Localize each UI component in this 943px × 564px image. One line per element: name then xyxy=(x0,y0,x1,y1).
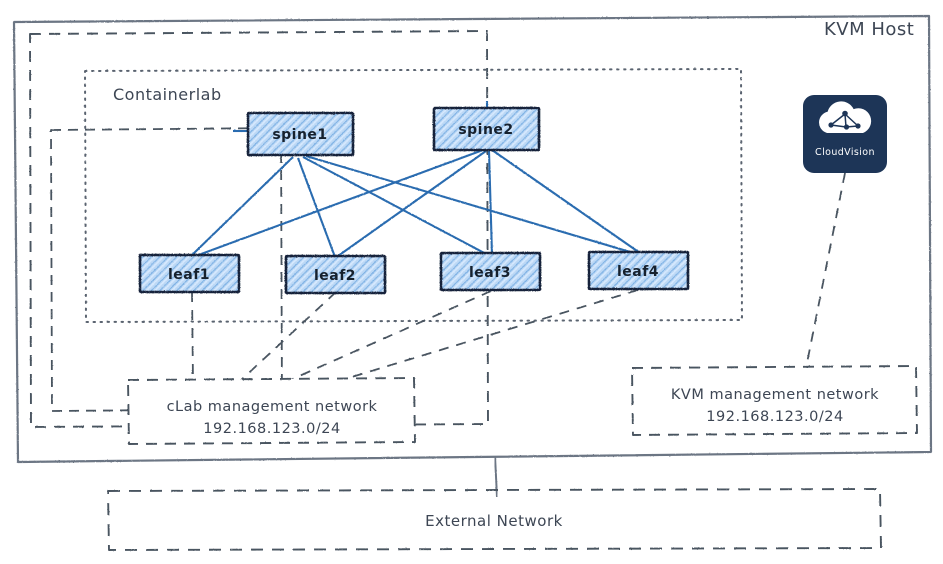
link-spine1-leaf2 xyxy=(297,157,336,258)
node-leaf2[interactable] xyxy=(284,254,387,295)
link-spine2-leaf2 xyxy=(337,150,487,257)
link-spine2-leaf4 xyxy=(491,149,641,254)
link-leaf1-clabmgmt xyxy=(191,291,194,383)
external-network-box[interactable] xyxy=(107,488,882,551)
containerlab-label: Containerlab xyxy=(113,85,222,104)
outer-dashed-container xyxy=(29,30,489,428)
link-cloudvision-kvmmgmt xyxy=(805,172,846,369)
node-spine1[interactable] xyxy=(246,111,355,157)
leaf3-label: leaf3 xyxy=(469,265,511,281)
link-spine1-leaf4 xyxy=(305,154,638,256)
management-links xyxy=(191,172,846,383)
clab-network-name: cLab management network xyxy=(167,399,378,415)
kvm-network-name: KVM management network xyxy=(671,387,879,403)
kvm-network-subnet: 192.168.123.0/24 xyxy=(706,409,843,425)
fabric-links xyxy=(190,101,641,258)
spine1-label: spine1 xyxy=(272,127,327,143)
link-leaf3-clabmgmt xyxy=(287,290,492,382)
node-leaf1[interactable] xyxy=(138,253,241,294)
leaf2-label: leaf2 xyxy=(314,268,356,284)
link-leaf4-clabmgmt xyxy=(344,289,639,380)
link-spine2-leaf1 xyxy=(192,149,484,258)
kvm-host-container xyxy=(12,14,933,464)
cloud-network-icon xyxy=(819,101,872,133)
node-spine2[interactable] xyxy=(432,106,541,152)
node-leaf3[interactable] xyxy=(439,251,542,292)
clab-network-subnet: 192.168.123.0/24 xyxy=(203,421,340,437)
node-leaf4[interactable] xyxy=(587,250,690,291)
leaf1-label: leaf1 xyxy=(168,267,210,283)
containerlab-container xyxy=(84,68,743,323)
spine2-label: spine2 xyxy=(458,122,513,138)
cloudvision-tile[interactable] xyxy=(803,95,887,173)
link-spine1-leaf1 xyxy=(190,156,294,257)
kvm-management-network-box[interactable] xyxy=(631,365,918,436)
link-spine1-leaf3 xyxy=(302,156,491,257)
kvm-host-label: KVM Host xyxy=(824,19,914,40)
clab-management-network-box[interactable] xyxy=(127,377,416,445)
link-spine2-leaf3 xyxy=(487,150,494,256)
link-leaf2-clabmgmt xyxy=(239,291,337,382)
cloudvision-label: CloudVision xyxy=(815,147,875,158)
leaf4-label: leaf4 xyxy=(617,264,659,280)
external-network-label: External Network xyxy=(425,512,563,530)
